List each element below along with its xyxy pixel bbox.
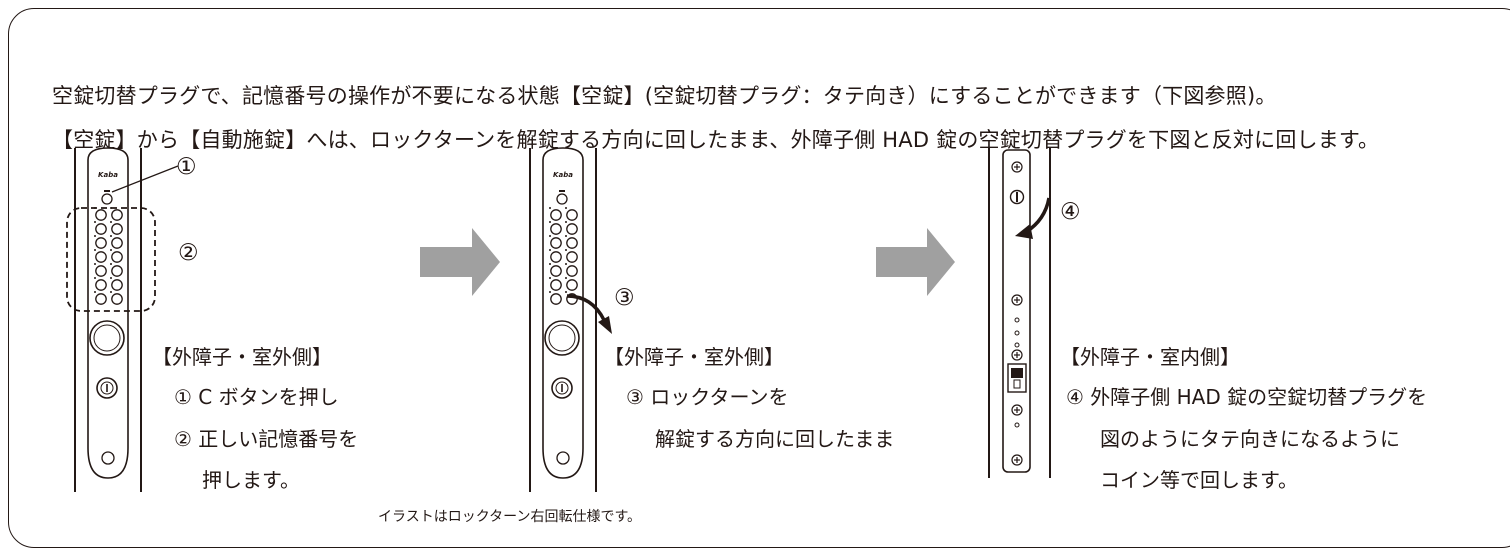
marker-2: ② [178,240,199,266]
right-arrow-icon [420,228,500,296]
plug-icon [1009,189,1025,205]
svg-text:Kaba: Kaba [98,171,118,179]
step3-line-1: ④ 外障子側 HAD 錠の空錠切替プラグを [1066,385,1428,409]
keypad-lock-2: Kaba [529,147,612,492]
svg-text:Kaba: Kaba [553,171,573,179]
marker-4: ④ [1060,199,1081,225]
step3-line-3: コイン等で回します。 [1100,468,1298,492]
curved-arrow-icon [566,294,612,334]
keypad-highlight [66,207,156,312]
step2-line-1: ③ ロックターンを [626,385,789,409]
step2-line-2: 解錠する方向に回したまま [655,427,895,451]
step3-line-2: 図のようにタテ向きになるように [1100,427,1400,451]
step3-heading: 【外障子・室内側】 [1060,345,1240,369]
marker-1: ① [176,154,197,180]
curved-arrow-icon [1015,197,1051,239]
lock-illustrations: Kaba Kaba [66,147,1051,492]
marker-3: ③ [614,285,635,311]
right-arrow-icon [876,228,955,296]
intro-line-1: 空錠切替プラグで、記憶番号の操作が不要になる状態【空錠】(空錠切替プラグ：タテ向… [52,84,1277,108]
step1-line-3: 押します。 [202,468,300,492]
step1-heading: 【外障子・室外側】 [152,345,332,369]
intro-line-2: 【空錠】から【自動施錠】へは、ロックターンを解錠する方向に回したまま、外障子側 … [52,128,1380,152]
had-lock [988,148,1051,478]
step1-line-2: ② 正しい記憶番号を [174,427,359,451]
illustration-note: イラストはロックターン右回転仕様です。 [378,509,642,525]
keypad-lock-1: Kaba [66,147,179,492]
step2-heading: 【外障子・室外側】 [604,345,784,369]
step1-line-1: ① C ボタンを押し [174,385,339,409]
